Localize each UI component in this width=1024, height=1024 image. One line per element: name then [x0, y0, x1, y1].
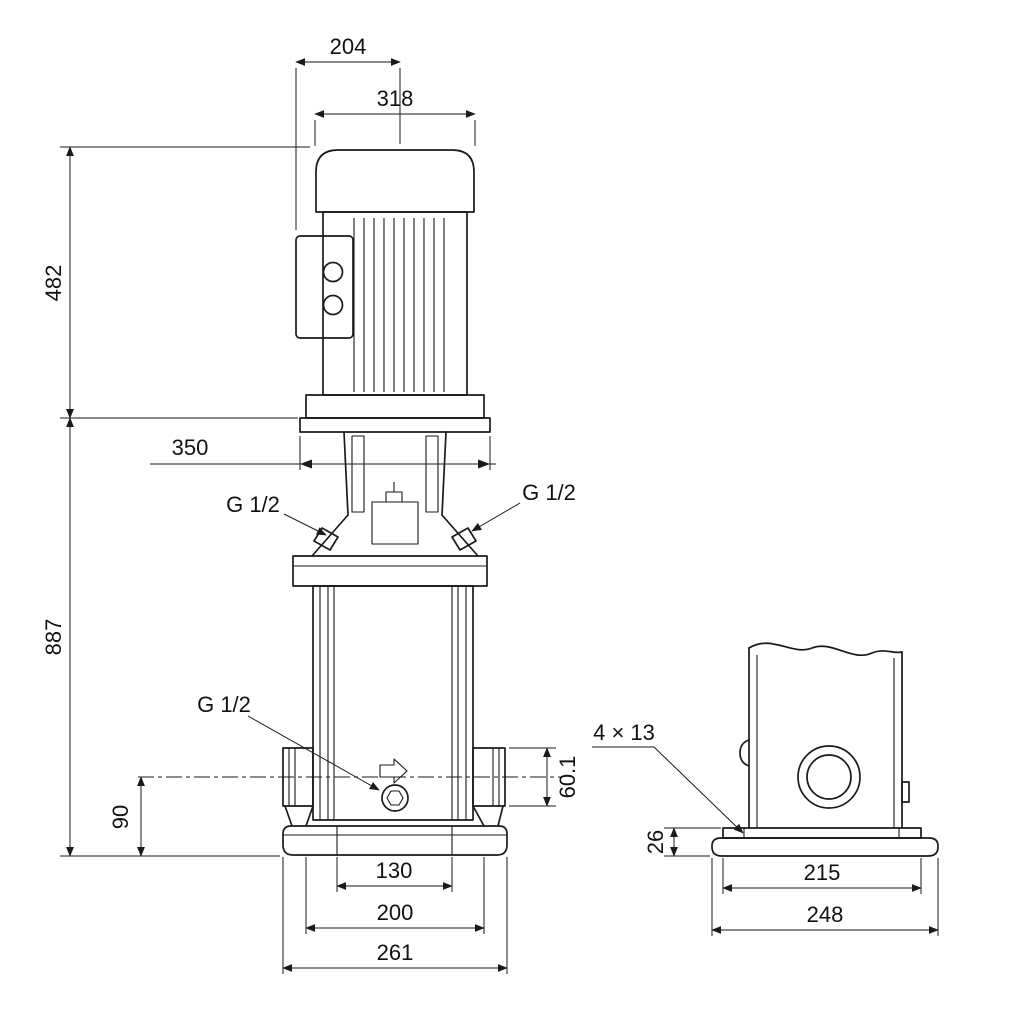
- dimension-labels: 204 318 482 350 887 G 1/2 G 1/2 G 1/2 90…: [41, 34, 843, 965]
- dim-label-350: 350: [172, 435, 209, 460]
- clamp-bump: [739, 739, 750, 767]
- dim-label-60-1: 60.1: [555, 756, 580, 799]
- fan-cover: [315, 149, 475, 213]
- tie-rods: [319, 586, 467, 820]
- motor-body: [322, 211, 468, 396]
- plug-boss-right: [451, 527, 477, 551]
- terminal-box: [295, 235, 354, 339]
- side-base: [711, 827, 939, 857]
- dim-label-200: 200: [377, 900, 414, 925]
- drain-plug-hex: [386, 790, 404, 806]
- dim-label-204: 204: [330, 34, 367, 59]
- leader-g12-right: [471, 502, 521, 532]
- plug-boss-left: [313, 527, 339, 551]
- head-top-flange: [299, 417, 491, 433]
- pump-base: [282, 805, 508, 856]
- dim-label-130: 130: [376, 858, 413, 883]
- cable-entry-hole: [322, 294, 344, 316]
- head-shoulder-right: [441, 514, 479, 557]
- cable-entry-hole: [322, 261, 344, 283]
- plug-label-top-left: G 1/2: [226, 492, 280, 517]
- side-port-inner: [806, 754, 852, 800]
- flow-arrow-icon: [379, 758, 408, 784]
- dim-label-887: 887: [41, 619, 66, 656]
- dimension-lines: [60, 58, 939, 974]
- coupling-guard: [343, 431, 447, 545]
- side-port-outer: [797, 745, 861, 809]
- leader-g12-drain: [247, 715, 380, 791]
- dim-label-248: 248: [807, 902, 844, 927]
- break-line: [748, 642, 903, 656]
- side-view: [711, 642, 939, 857]
- dim-label-26: 26: [643, 830, 668, 854]
- plug-label-top-right: G 1/2: [522, 480, 576, 505]
- motor-fins: [353, 218, 445, 392]
- plug-label-drain: G 1/2: [197, 692, 251, 717]
- head-shoulder-left: [311, 514, 349, 557]
- latch: [901, 781, 910, 803]
- leader-g12-left: [283, 513, 327, 536]
- dim-label-482: 482: [41, 265, 66, 302]
- drain-plug: [381, 784, 409, 812]
- holes-label: 4 × 13: [593, 720, 655, 745]
- motor-flange: [305, 394, 485, 419]
- dim-label-215: 215: [804, 860, 841, 885]
- leader-holes: [592, 746, 744, 834]
- dim-label-318: 318: [377, 86, 414, 111]
- chamber-stack: [312, 585, 474, 821]
- front-view: [282, 149, 508, 856]
- head-flange: [292, 555, 488, 587]
- dim-label-90: 90: [108, 805, 133, 829]
- dim-label-261: 261: [377, 940, 414, 965]
